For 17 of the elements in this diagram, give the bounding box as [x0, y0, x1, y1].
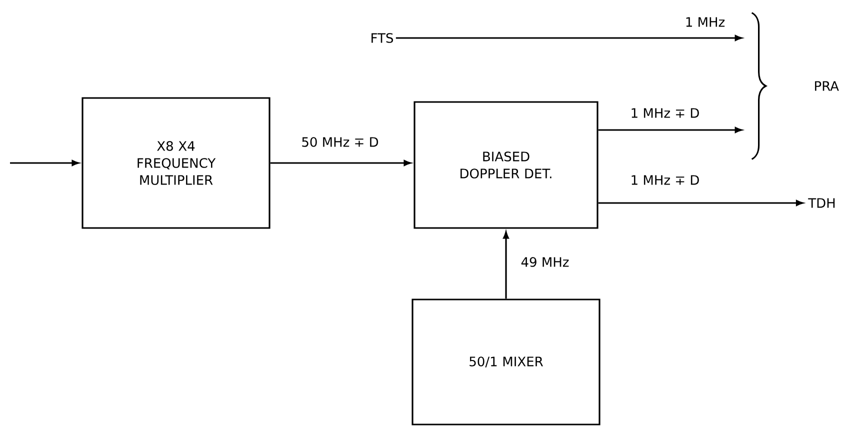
bracketed-group: PRA: [751, 12, 839, 160]
block-box: 50/1 MIXER: [412, 298, 600, 426]
signal-name: TDH: [808, 198, 835, 208]
arrow: [270, 160, 411, 166]
arrow: [503, 232, 509, 299]
edge-label: 1 MHz ∓ D: [629, 174, 701, 186]
block-box: BIASED DOPPLER DET.: [414, 101, 598, 229]
block-box: X8 X4 FREQUENCY MULTIPLIER: [82, 97, 270, 229]
edge-label: 1 MHz: [684, 16, 726, 28]
signal-name: FTS: [372, 33, 393, 43]
arrow: [396, 35, 742, 41]
edge-label: 49 MHz: [520, 256, 570, 268]
arrow: [10, 160, 79, 166]
arrow: [598, 200, 804, 206]
edge-label: 1 MHz ∓ D: [629, 107, 701, 119]
edge-label: 50 MHz ∓ D: [300, 136, 380, 148]
arrow: [598, 127, 742, 133]
